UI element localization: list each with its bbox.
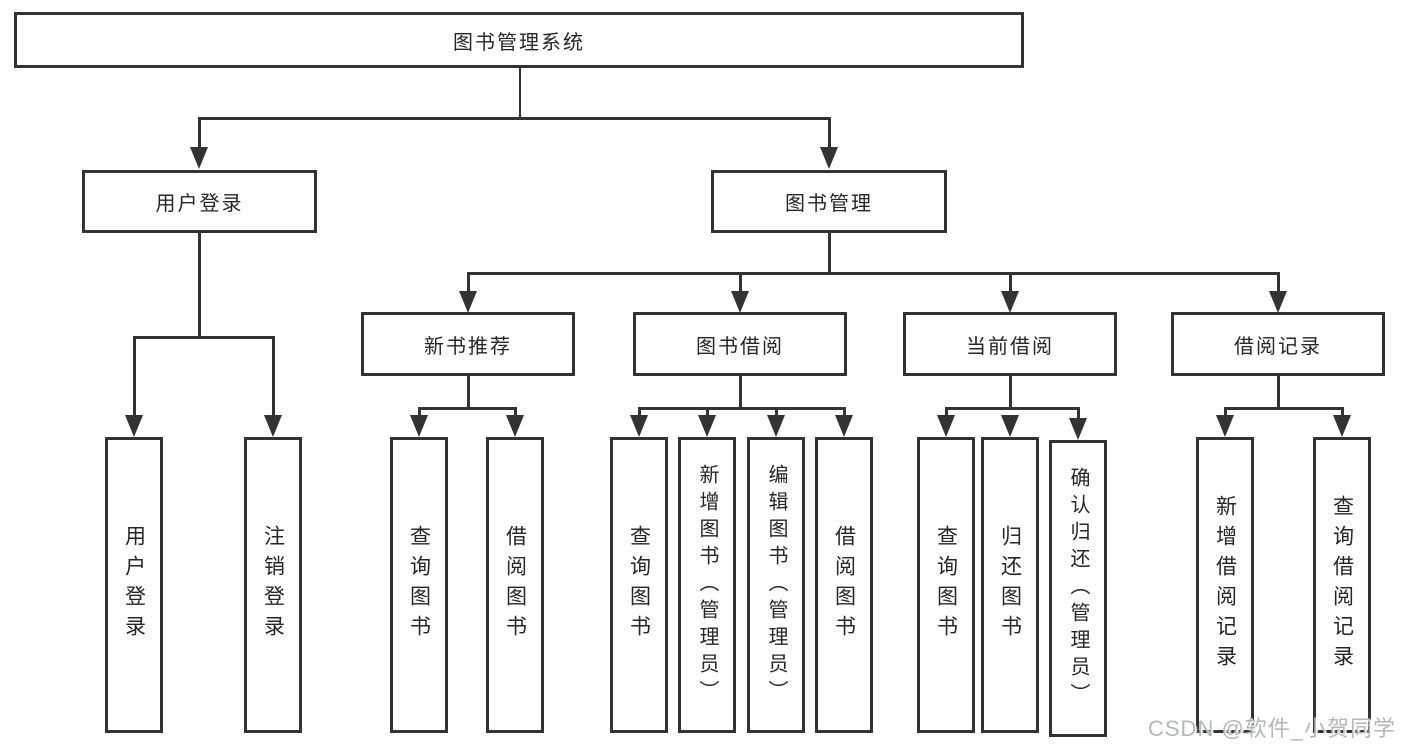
connector-line bbox=[518, 68, 521, 118]
node-new-book-recommendation: 新书推荐 bbox=[361, 312, 575, 376]
connector-line bbox=[638, 407, 641, 418]
watermark-text: CSDN @软件_小贺同学 bbox=[1148, 716, 1397, 741]
node-label: 归还图书 bbox=[998, 525, 1022, 645]
connector-line bbox=[1277, 376, 1280, 409]
leaf-borrow-books-borrowing: 借阅图书 bbox=[815, 437, 873, 733]
connector-line bbox=[1224, 407, 1343, 410]
connector-line bbox=[467, 272, 1280, 275]
connector-line bbox=[1341, 407, 1344, 418]
connector-arrow bbox=[1216, 415, 1234, 437]
connector-arrow bbox=[1333, 415, 1351, 437]
connector-line bbox=[467, 376, 470, 409]
connector-line bbox=[739, 376, 742, 409]
connector-arrow bbox=[459, 291, 477, 313]
node-label: 查询借阅记录 bbox=[1330, 495, 1354, 675]
connector-line bbox=[1077, 407, 1080, 418]
connector-line bbox=[418, 407, 421, 418]
connector-line bbox=[1277, 272, 1280, 294]
connector-line bbox=[198, 117, 201, 150]
connector-arrow bbox=[1001, 415, 1019, 437]
leaf-query-books-recommend: 查询图书 bbox=[390, 437, 448, 733]
node-library-management-system: 图书管理系统 bbox=[14, 12, 1024, 68]
node-label: 新增借阅记录 bbox=[1213, 495, 1237, 675]
node-current-borrowing: 当前借阅 bbox=[903, 312, 1117, 376]
leaf-edit-books-admin: 编辑图书（管理员） bbox=[747, 437, 805, 733]
connector-arrow bbox=[835, 415, 853, 437]
node-label: 图书管理系统 bbox=[453, 31, 585, 54]
node-label: 新书推荐 bbox=[424, 335, 512, 358]
node-label: 查询图书 bbox=[934, 525, 958, 645]
connector-line bbox=[198, 233, 201, 338]
node-label: 查询图书 bbox=[627, 525, 651, 645]
connector-arrow bbox=[190, 147, 208, 169]
connector-line bbox=[739, 272, 742, 294]
connector-line bbox=[775, 407, 778, 418]
connector-arrow bbox=[820, 147, 838, 169]
connector-arrow bbox=[698, 415, 716, 437]
connector-arrow bbox=[410, 415, 428, 437]
connector-line bbox=[198, 117, 831, 120]
connector-arrow bbox=[125, 415, 143, 437]
node-label: 用户登录 bbox=[155, 193, 244, 215]
connector-line bbox=[418, 407, 517, 410]
node-label: 当前借阅 bbox=[966, 335, 1054, 358]
node-book-borrowing: 图书借阅 bbox=[633, 312, 847, 376]
connector-line bbox=[1009, 376, 1012, 409]
connector-line bbox=[133, 336, 136, 416]
connector-line bbox=[514, 407, 517, 418]
leaf-query-borrow-record: 查询借阅记录 bbox=[1313, 437, 1371, 733]
connector-line bbox=[945, 407, 948, 418]
node-label: 图书借阅 bbox=[696, 335, 784, 358]
connector-arrow bbox=[1069, 418, 1087, 440]
node-label: 查询图书 bbox=[407, 525, 431, 645]
node-label: 图书管理 bbox=[785, 193, 873, 215]
leaf-confirm-return-admin: 确认归还（管理员） bbox=[1049, 440, 1107, 737]
connector-line bbox=[945, 407, 1079, 410]
connector-arrow bbox=[937, 415, 955, 437]
node-label: 用户登录 bbox=[122, 525, 146, 645]
connector-line bbox=[828, 117, 831, 150]
node-label: 借阅记录 bbox=[1234, 335, 1322, 358]
node-user-login: 用户登录 bbox=[82, 170, 317, 233]
connector-arrow bbox=[506, 415, 524, 437]
node-label: 借阅图书 bbox=[832, 525, 856, 645]
leaf-query-books-current: 查询图书 bbox=[917, 437, 975, 733]
connector-line bbox=[828, 233, 831, 274]
connector-line bbox=[843, 407, 846, 418]
node-label: 借阅图书 bbox=[503, 525, 527, 645]
connector-arrow bbox=[731, 291, 749, 313]
connector-arrow bbox=[630, 415, 648, 437]
connector-line bbox=[1224, 407, 1227, 418]
connector-line bbox=[706, 407, 709, 418]
connector-arrow bbox=[264, 415, 282, 437]
connector-line bbox=[1009, 272, 1012, 294]
node-label: 确认归还（管理员） bbox=[1067, 467, 1089, 710]
leaf-logout: 注销登录 bbox=[244, 437, 302, 733]
connector-line bbox=[133, 336, 274, 339]
connector-line bbox=[638, 407, 845, 410]
leaf-add-borrow-record: 新增借阅记录 bbox=[1196, 437, 1254, 733]
connector-line bbox=[272, 336, 275, 416]
node-book-management: 图书管理 bbox=[711, 170, 947, 233]
connector-line bbox=[467, 272, 470, 294]
leaf-add-books-admin: 新增图书（管理员） bbox=[678, 437, 736, 733]
node-label: 编辑图书（管理员） bbox=[765, 463, 787, 707]
connector-arrow bbox=[1001, 291, 1019, 313]
leaf-borrow-books-recommend: 借阅图书 bbox=[486, 437, 544, 733]
connector-arrow bbox=[767, 415, 785, 437]
leaf-query-books-borrowing: 查询图书 bbox=[610, 437, 668, 733]
connector-arrow bbox=[1269, 291, 1287, 313]
node-label: 注销登录 bbox=[261, 525, 285, 645]
leaf-return-books: 归还图书 bbox=[981, 437, 1039, 733]
node-label: 新增图书（管理员） bbox=[696, 463, 718, 707]
leaf-user-login: 用户登录 bbox=[105, 437, 163, 733]
node-borrowing-records: 借阅记录 bbox=[1171, 312, 1385, 376]
